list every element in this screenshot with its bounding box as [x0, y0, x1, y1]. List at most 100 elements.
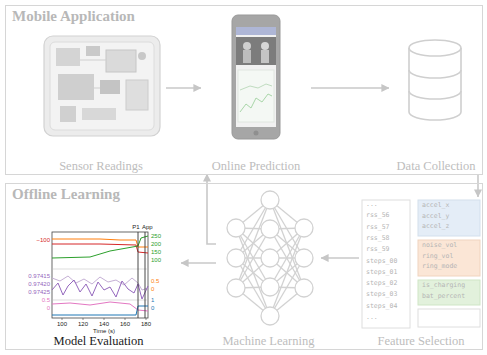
neural-network — [270, 228, 304, 316]
flow-arrow — [321, 257, 359, 259]
stage-caption: Model Evaluation — [54, 334, 144, 349]
tick-label: 0.5 — [151, 278, 159, 284]
feature-name: ring_vol — [422, 253, 453, 260]
database-icon — [409, 48, 461, 120]
circuit-board — [80, 60, 106, 61]
feature-name: rss_58 — [366, 235, 389, 242]
neural-network — [261, 220, 279, 238]
circuit-board — [138, 52, 146, 60]
tick-label: 160 — [120, 321, 130, 327]
database-icon — [409, 40, 461, 120]
panel-title: Mobile Application — [6, 6, 141, 27]
feature-name: rss_56 — [366, 212, 389, 219]
tick-label: 150 — [151, 249, 161, 255]
phone-illustration — [240, 94, 272, 112]
feature-lists — [418, 309, 480, 327]
circuit-board — [56, 48, 80, 66]
feature-name: rss_59 — [366, 246, 389, 253]
phone-illustration — [236, 37, 276, 65]
feature-lists — [418, 200, 480, 236]
marker-label: App — [142, 224, 153, 230]
circuit-board — [60, 106, 76, 122]
evaluation-chart — [52, 269, 148, 270]
feature-name: ... — [366, 201, 378, 208]
neural-network — [270, 200, 304, 288]
evaluation-chart — [146, 318, 147, 320]
tick-label: 0 — [151, 286, 154, 292]
evaluation-chart — [52, 239, 148, 247]
phone-illustration — [243, 42, 251, 50]
feature-name: steps_02 — [366, 280, 397, 287]
phone-illustration — [232, 15, 280, 139]
stage-caption: Online Prediction — [212, 159, 301, 174]
tick-label: 180 — [141, 321, 151, 327]
evaluation-chart — [52, 236, 148, 258]
flow-arrow — [181, 262, 216, 264]
feature-lists — [362, 200, 410, 328]
evaluation-chart — [83, 318, 84, 320]
tick-label: 0.97415 — [28, 273, 50, 279]
stage-node: Sensor Readings — [36, 30, 166, 174]
tick-label: 250 — [151, 233, 161, 239]
evaluation-chart — [145, 232, 146, 318]
stage-node: Machine Learning — [216, 193, 321, 349]
phone-illustration — [254, 131, 259, 136]
circuit-board — [44, 36, 160, 136]
flow-arrow — [207, 174, 216, 244]
evaluation-chart — [125, 318, 126, 320]
panel-title: Offline Learning — [6, 184, 126, 205]
feature-name: steps_00 — [366, 258, 397, 265]
phone-illustration — [261, 42, 269, 50]
neural-network — [295, 219, 313, 237]
marker-label: P1 — [132, 224, 139, 230]
circuit-board — [50, 42, 154, 130]
axis-title: Time (s) — [93, 328, 115, 334]
feature-name: accel_z — [422, 223, 449, 230]
tick-label: 1 — [151, 297, 154, 303]
evaluation-chart — [52, 302, 148, 311]
evaluation-chart — [138, 232, 139, 318]
neural-network — [261, 278, 279, 296]
tick-label: 0 — [47, 305, 50, 311]
feature-lists — [418, 280, 480, 305]
phone-illustration — [238, 70, 274, 122]
neural-network — [236, 200, 304, 316]
circuit-board — [94, 88, 100, 89]
neural-network — [295, 249, 313, 267]
stage-caption: Machine Learning — [223, 334, 315, 349]
tick-label: 0.97425 — [28, 289, 50, 295]
neural-network — [295, 279, 313, 297]
tick-label: 200 — [151, 241, 161, 247]
feature-name: is_charging — [422, 282, 465, 289]
tick-label: 0 — [151, 305, 154, 311]
flow-arrow — [166, 87, 201, 89]
feature-lists — [418, 240, 480, 276]
phone-illustration — [236, 27, 276, 127]
neural-network — [227, 249, 245, 267]
phone-illustration — [232, 15, 280, 139]
neural-network — [227, 191, 313, 325]
neural-network — [236, 200, 270, 288]
evaluation-chart — [104, 318, 105, 320]
database-icon — [409, 40, 461, 56]
neural-network — [227, 219, 245, 237]
tick-label: 0.97420 — [28, 281, 50, 287]
feature-name: noise_vol — [422, 242, 457, 249]
tick-label: 100 — [151, 257, 161, 263]
feature-name: ring_mode — [422, 263, 457, 270]
phone-illustration — [236, 27, 276, 35]
feature-name: steps_04 — [366, 303, 397, 310]
feature-name: bat_percent — [422, 293, 465, 300]
feature-lists — [362, 200, 480, 328]
neural-network — [261, 249, 279, 267]
database-icon — [409, 91, 461, 99]
feature-name: steps_03 — [366, 291, 397, 298]
flow-arrow — [477, 174, 479, 197]
circuit-board — [100, 80, 120, 94]
neural-network — [236, 228, 270, 316]
stage-caption: Sensor Readings — [59, 159, 143, 174]
circuit-board — [58, 74, 94, 100]
